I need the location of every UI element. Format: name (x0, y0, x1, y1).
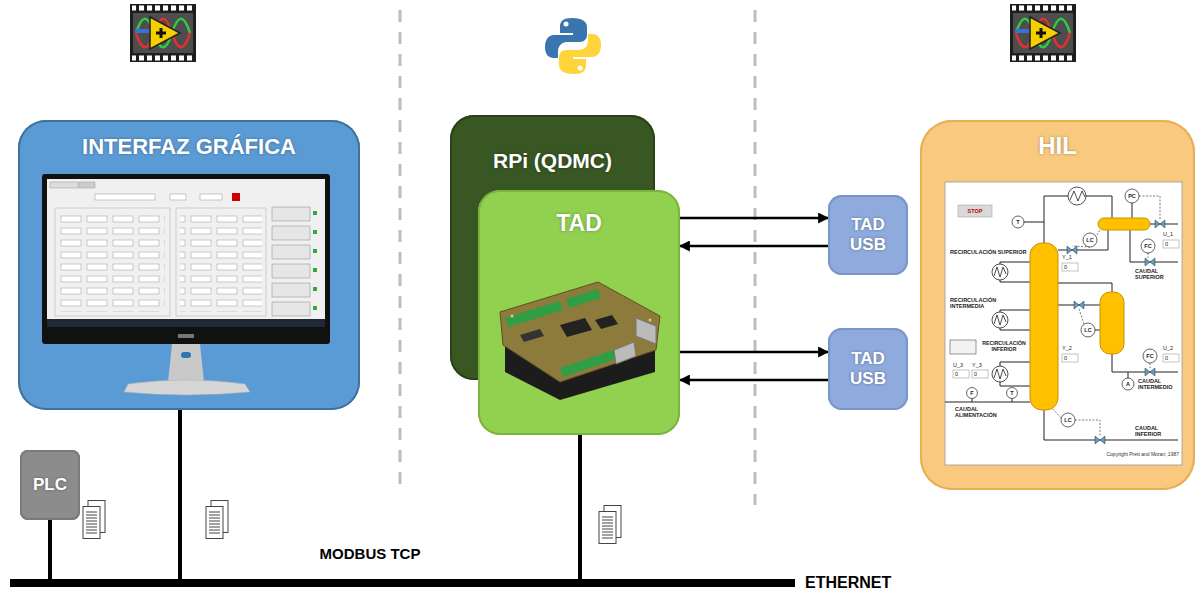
signal-name: Y_2 (1062, 345, 1072, 351)
instrument-tag: T (1010, 219, 1026, 225)
stream-label: RECIRCULACIÓN INFERIOR (979, 341, 1029, 352)
document-icon (83, 501, 105, 539)
bus-label: ETHERNET (805, 574, 891, 592)
value-field: 0 (1064, 264, 1067, 270)
value-field: 0 (1165, 241, 1168, 247)
signal-name: Y_1 (1062, 254, 1072, 260)
protocol-label: MODBUS TCP (300, 546, 440, 563)
value-field: 0 (955, 371, 958, 377)
stream-label: RECIRCULACIÓN SUPERIOR (950, 249, 1028, 255)
labview-icon (130, 4, 196, 62)
copyright-note: Copyright Prett and Morari, 1987 (1106, 452, 1179, 458)
signal-name: U_2 (1163, 345, 1173, 351)
stop-button-label: STOP (958, 208, 992, 214)
network-drop (578, 435, 582, 579)
signal-arrow (680, 245, 828, 248)
instrument-tag: FC (1142, 353, 1158, 359)
separator (399, 10, 402, 490)
value-field: 0 (1165, 355, 1168, 361)
daq-card: TAD (478, 190, 680, 435)
network-drop (178, 410, 182, 579)
instrument-tag: T (1004, 390, 1020, 396)
ethernet-bus: ETHERNET (10, 579, 795, 587)
box-title: TAD (556, 210, 602, 236)
signal-arrow (680, 351, 828, 354)
document-icon (206, 501, 228, 539)
box-title: TAD USB (840, 349, 896, 388)
stream-label: CAUDAL ALIMENTACIÓN (955, 406, 1005, 418)
box-title: TAD USB (840, 215, 896, 254)
instrument-tag: LC (1080, 327, 1096, 333)
gui-panel: INTERFAZ GRÁFICA (18, 120, 360, 410)
plc-box: PLC (20, 450, 80, 520)
usb-daq-box: TAD USB (828, 195, 908, 275)
monitor-illustration (18, 120, 360, 410)
python-logo (545, 18, 601, 74)
signal-name: U_3 (953, 362, 963, 368)
signal-arrow (680, 217, 828, 220)
value-field: 0 (974, 371, 977, 377)
instrument-tag: A (1120, 381, 1136, 387)
box-title: INTERFAZ GRÁFICA (82, 134, 296, 159)
value-field: 0 (1064, 355, 1067, 361)
labview-icon (1010, 4, 1076, 62)
instrument-tag: PC (1124, 193, 1140, 199)
stream-label: CAUDAL INFERIOR (1135, 425, 1179, 437)
instrument-tag: F (964, 390, 980, 396)
signal-name: Y_3 (972, 362, 982, 368)
stream-label: CAUDAL SUPERIOR (1135, 268, 1179, 280)
box-title: PLC (33, 475, 67, 495)
signal-arrow (680, 379, 828, 382)
signal-name: U_1 (1163, 231, 1173, 237)
stream-label: RECIRCULACIÓN INTERMEDIA (950, 297, 1028, 309)
separator (754, 10, 757, 505)
instrument-tag: LC (1060, 417, 1076, 423)
network-drop (48, 520, 52, 579)
instrument-tag: LC (1082, 237, 1098, 243)
usb-daq-box: TAD USB (828, 328, 908, 410)
stream-label: CAUDAL INTERMEDIO (1138, 378, 1180, 390)
document-icon (599, 506, 621, 544)
box-title: RPi (QDMC) (493, 149, 612, 173)
box-title: HIL (1038, 132, 1077, 160)
instrument-tag: FC (1140, 243, 1156, 249)
